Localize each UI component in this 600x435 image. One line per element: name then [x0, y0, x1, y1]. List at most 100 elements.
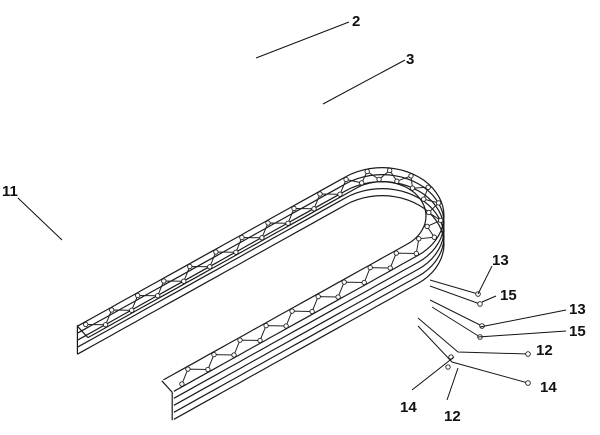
zigzag-node — [343, 176, 349, 183]
zigzag-node — [102, 322, 109, 328]
zigzag-line — [85, 169, 442, 385]
zigzag-node — [416, 236, 422, 242]
zigzag-node — [409, 185, 416, 191]
zigzag-node — [394, 178, 400, 184]
callout-label-15b: 15 — [569, 323, 586, 340]
zigzag-node — [161, 278, 167, 284]
zigzag-node — [408, 173, 414, 179]
leader-line-13b — [479, 309, 567, 328]
zigzag-node — [231, 352, 237, 358]
zigzag-node — [239, 234, 245, 241]
leader-line-3 — [322, 59, 406, 105]
zigzag-node — [376, 176, 382, 183]
zigzag-node — [257, 337, 263, 344]
plate-inner-edge-top — [87, 181, 427, 381]
plate-outer-edge-4 — [77, 187, 445, 413]
callout-label-14a: 14 — [540, 379, 557, 396]
callout-label-13b: 13 — [569, 301, 586, 318]
zigzag-node — [426, 209, 432, 216]
zigzag-node — [413, 250, 419, 257]
zigzag-node — [438, 217, 444, 224]
zigzag-node — [425, 184, 431, 190]
zigzag-node — [237, 337, 243, 343]
leader-line-11 — [17, 197, 63, 241]
terminal-lead-4 — [431, 306, 481, 338]
zigzag-node — [431, 234, 437, 240]
zigzag-node — [109, 307, 115, 313]
zigzag-node — [207, 264, 213, 270]
plate-outer-edge-5 — [77, 194, 445, 420]
leader-line-15a — [481, 295, 497, 303]
leader-line-12b — [446, 367, 459, 401]
zigzag-node — [263, 322, 269, 329]
zigzag-node — [285, 220, 291, 226]
terminal-lead-6 — [417, 325, 529, 384]
zigzag-node — [315, 293, 321, 300]
upper-arm-end-cap — [76, 324, 89, 355]
zigzag-node — [393, 250, 399, 256]
terminal-lead-1 — [429, 279, 479, 295]
zigzag-node — [361, 279, 367, 286]
zigzag-node — [364, 168, 370, 175]
callout-label-14b: 14 — [400, 399, 417, 416]
plate-outer-edge-3 — [77, 180, 445, 406]
zigzag-node — [337, 191, 343, 197]
terminal-node-mid-2 — [445, 364, 451, 370]
zigzag-conductor — [83, 167, 444, 387]
callout-label-13a: 13 — [492, 252, 509, 269]
callout-label-2: 2 — [352, 13, 360, 30]
terminal-leads — [417, 279, 531, 386]
zigzag-node — [181, 278, 187, 284]
zigzag-node — [265, 220, 271, 226]
zigzag-node — [185, 366, 191, 372]
zigzag-node — [213, 249, 219, 255]
zigzag-node — [205, 366, 211, 373]
leader-line-14a — [411, 356, 455, 391]
zigzag-node — [309, 308, 315, 315]
plate-outer-edge-1 — [77, 166, 445, 392]
zigzag-node — [317, 191, 323, 197]
zigzag-node — [341, 279, 347, 285]
zigzag-node — [387, 167, 393, 174]
zigzag-node — [289, 308, 295, 314]
zigzag-node — [233, 249, 239, 255]
terminal-node-2 — [477, 301, 483, 307]
terminal-lead-5 — [417, 317, 529, 355]
arm-end-caps — [76, 324, 173, 421]
stacked-layers — [77, 166, 445, 420]
leader-line-15b — [477, 330, 567, 338]
leader-line-13a — [477, 265, 493, 295]
callout-label-12b: 12 — [444, 408, 461, 425]
zigzag-node — [359, 180, 365, 186]
terminal-node-5 — [525, 351, 531, 357]
zigzag-node — [435, 200, 442, 206]
callout-label-3: 3 — [406, 51, 414, 68]
zigzag-node — [155, 293, 161, 299]
zigzag-node — [387, 265, 393, 271]
zigzag-node — [129, 307, 135, 313]
zigzag-node — [291, 205, 297, 212]
zigzag-node — [367, 264, 373, 271]
zigzag-node — [311, 206, 317, 212]
zigzag-node — [421, 196, 427, 202]
zigzag-node — [135, 292, 141, 299]
terminal-lead-2 — [429, 285, 481, 305]
zigzag-node — [335, 294, 341, 300]
zigzag-node — [259, 235, 265, 241]
terminal-lead-3 — [429, 299, 483, 327]
leader-line-2 — [255, 21, 350, 59]
zigzag-node — [83, 321, 89, 328]
plate-outer-edge-2 — [77, 173, 445, 399]
callout-label-15a: 15 — [500, 287, 517, 304]
zigzag-node — [179, 381, 185, 387]
terminal-node-6 — [525, 380, 531, 386]
zigzag-node — [211, 351, 217, 358]
zigzag-node — [424, 223, 430, 230]
zigzag-node — [283, 323, 289, 329]
callout-label-11: 11 — [2, 183, 18, 200]
zigzag-node — [187, 263, 193, 270]
callout-label-12a: 12 — [536, 342, 553, 359]
lower-arm-end-cap — [161, 380, 173, 421]
